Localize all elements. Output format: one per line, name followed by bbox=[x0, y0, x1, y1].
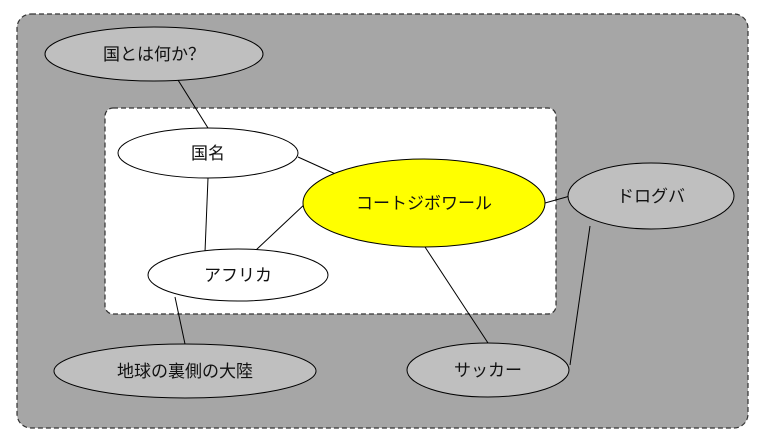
edge-name-to-ivory-coast bbox=[297, 156, 341, 177]
edge-ivory-coast-to-soccer bbox=[424, 246, 489, 344]
node-label: コートジボワール bbox=[356, 194, 492, 214]
edge-name-to-africa bbox=[204, 177, 209, 253]
node-label: 国とは何か？ bbox=[103, 45, 205, 65]
edge-country-question-to-name bbox=[177, 79, 209, 129]
node-country-name: 国名 bbox=[117, 127, 299, 179]
node-other-side-continent: 地球の裏側の大陸 bbox=[53, 343, 317, 399]
node-soccer: サッカー bbox=[406, 342, 570, 398]
node-label: サッカー bbox=[454, 361, 522, 381]
node-label: 地球の裏側の大陸 bbox=[117, 361, 253, 382]
node-drogba: ドログバ bbox=[567, 162, 735, 230]
node-label: 国名 bbox=[191, 144, 225, 164]
node-label: アフリカ bbox=[204, 266, 272, 286]
edge-drogba-to-soccer bbox=[569, 225, 591, 366]
node-africa: アフリカ bbox=[147, 248, 329, 302]
edge-ivory-coast-to-drogba bbox=[544, 195, 571, 204]
node-what-is-country: 国とは何か？ bbox=[44, 26, 264, 82]
edge-africa-to-continent bbox=[174, 296, 186, 345]
node-ivory-coast: コートジボワール bbox=[302, 158, 546, 248]
edge-africa-to-ivory-coast bbox=[255, 202, 307, 251]
connectors bbox=[174, 79, 591, 366]
node-label: ドログバ bbox=[617, 187, 685, 207]
